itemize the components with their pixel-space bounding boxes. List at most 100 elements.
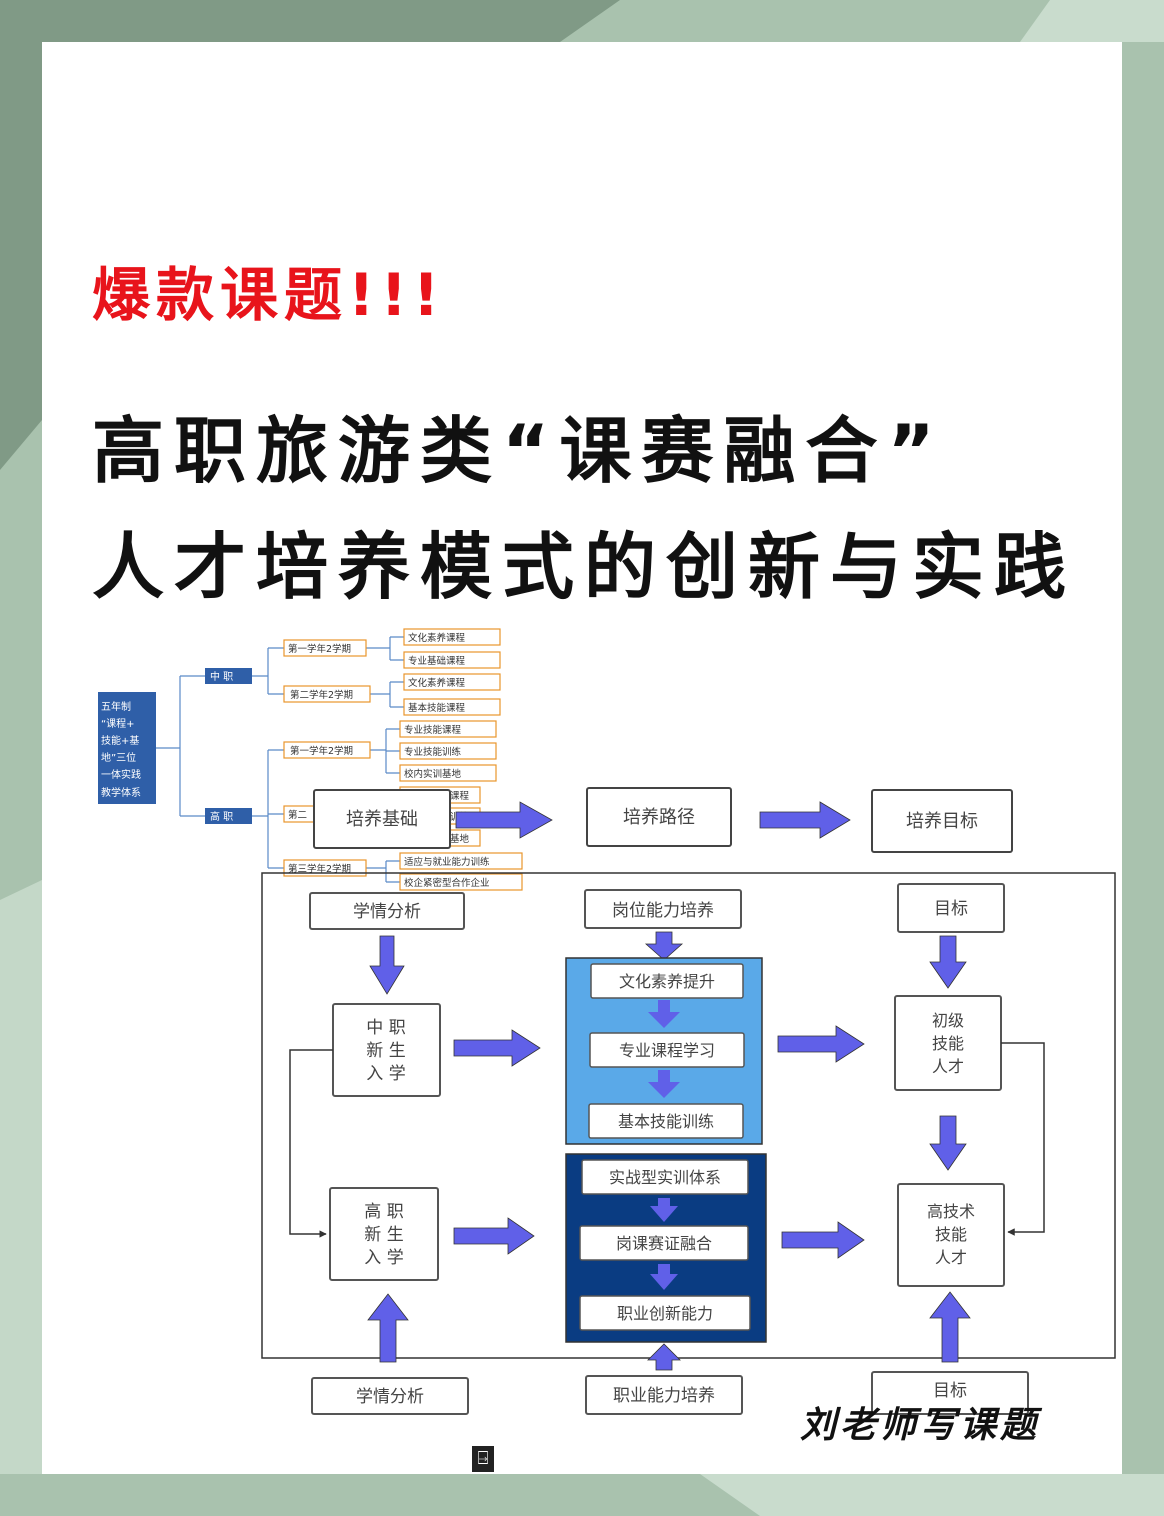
ability-top-label: 岗位能力培养 (612, 901, 714, 921)
title-line-2: 人才培养模式的创新与实践 (92, 525, 1077, 609)
tree-root-line: 教学体系 (101, 786, 141, 799)
tree-course-label: 专业技能课程 (404, 724, 462, 736)
dark-panel-item (581, 1159, 749, 1195)
high-entry-box (329, 1187, 439, 1281)
tree-branch-mid (205, 668, 252, 684)
tree-root-line: 五年制 (101, 700, 131, 713)
arrow-up (647, 1343, 681, 1371)
top-box-foundation-label: 培养基础 (346, 809, 418, 830)
goal-bottom-label: 目标 (933, 1381, 967, 1401)
dark-panel-item-label: 实战型实训体系 (609, 1168, 721, 1187)
hot-topic-tag: 爆款课题!!! (92, 261, 446, 329)
mid-entry-label: 入 学 (366, 1064, 405, 1084)
tree-course-label: 校内实训基地 (404, 768, 462, 780)
curriculum-tree: 五年制 “课程+ 技能+基 地”三位 一体实践 教学体系 中 职 高 职 (98, 628, 523, 891)
top-box-path-label: 培养路径 (623, 807, 695, 828)
ability-top-box (584, 889, 742, 929)
senior-talent-box (897, 1183, 1005, 1287)
dark-panel-arrows (650, 1198, 678, 1290)
light-panel-item (588, 1103, 744, 1139)
top-box-path (586, 787, 732, 847)
arrow-down (929, 935, 967, 989)
analysis-top-box (309, 892, 465, 930)
author-signature: 刘老师写课题 (800, 1404, 1041, 1446)
arrow-down (648, 1000, 680, 1028)
arrow-down (929, 1115, 967, 1171)
tree-course-label: 适应与就业能力训练 (404, 856, 490, 868)
tree-term-label: 第一学年2学期 (288, 643, 351, 655)
arrow-down (644, 931, 684, 961)
arrow-right (759, 801, 851, 839)
arrow-right (455, 801, 553, 839)
mid-entry-label: 新 生 (366, 1041, 405, 1061)
light-panel-item-label: 专业课程学习 (619, 1041, 715, 1060)
tree-root-text: 五年制 “课程+ 技能+基 地”三位 一体实践 教学体系 (101, 700, 141, 799)
analysis-bottom-label: 学情分析 (356, 1387, 424, 1407)
goal-bottom-box (871, 1371, 1029, 1415)
analysis-bottom-box (311, 1377, 469, 1415)
flow-frame (261, 872, 1116, 1359)
tree-course-label: 文化素养课程 (408, 677, 466, 689)
ability-bottom-box (585, 1375, 743, 1415)
dark-panel-item (579, 1295, 751, 1331)
tree-root-line: “课程+ (101, 718, 135, 730)
dark-panel-item-label: 岗课赛证融合 (616, 1234, 712, 1253)
tree-branch-high (205, 808, 252, 824)
tree-course-label: 基地 (450, 833, 470, 845)
goal-top-label: 目标 (934, 899, 968, 919)
arrow-right (781, 1221, 865, 1259)
tree-term-label: 第二学年2学期 (290, 689, 353, 701)
junior-talent-label: 初级 (932, 1011, 964, 1030)
arrow-up (367, 1293, 409, 1363)
top-box-goal (871, 789, 1013, 853)
light-panel-item-label: 文化素养提升 (619, 972, 715, 991)
blue-arrows (367, 801, 971, 1371)
top-box-goal-label: 培养目标 (906, 811, 978, 832)
high-entry-label: 入 学 (364, 1248, 403, 1268)
tree-boxes (283, 628, 523, 891)
flow-diagram: 培养基础 培养路径 培养目标 学情分析 岗位能力培养 目标 (261, 787, 1116, 1415)
tree-course-label: 专业技能训练 (404, 746, 462, 758)
tree-connectors (156, 636, 404, 883)
tree-root-line: 地”三位 (101, 751, 136, 764)
senior-talent-label: 高技术 (927, 1202, 975, 1221)
tree-branch-high-label: 高 职 (210, 810, 233, 823)
arrow-down (648, 1070, 680, 1098)
arrow-up (929, 1291, 971, 1363)
left-feedback-line (289, 1049, 333, 1238)
arrow-down (650, 1264, 678, 1290)
tree-labels: 第一学年2学期 第二学年2学期 第一学年2学期 第二 第三学年2学期 文化素养课… (288, 632, 490, 889)
tree-root-line: 技能+基 (101, 734, 139, 747)
high-entry-label: 高 职 (364, 1202, 403, 1222)
tree-root-box (98, 692, 156, 804)
arrow-right (777, 1025, 865, 1063)
dark-panel-item (579, 1225, 749, 1261)
dark-panel-item-label: 职业创新能力 (617, 1304, 713, 1323)
junior-talent-label: 技能 (932, 1034, 964, 1053)
mid-entry-label: 中 职 (366, 1018, 405, 1038)
senior-talent-label: 人才 (935, 1248, 967, 1267)
light-panel-item (589, 1032, 745, 1068)
tree-course-label: 校企紧密型合作企业 (404, 877, 490, 889)
light-panel-item-label: 基本技能训练 (618, 1112, 714, 1131)
arrow-down (650, 1198, 678, 1222)
arrow-right (453, 1029, 541, 1067)
tree-root-line: 一体实践 (101, 768, 141, 781)
tree-term-label: 第三学年2学期 (288, 863, 351, 875)
arrow-down (369, 935, 405, 995)
title-line-1: 高职旅游类“课赛融合” (92, 409, 945, 493)
tree-course-label: 专业基础课程 (408, 655, 466, 667)
tree-course-label: 基本技能课程 (408, 702, 466, 714)
right-feedback-line (1001, 1042, 1045, 1236)
tree-course-label: 课程 (450, 791, 470, 802)
arrow-right (453, 1217, 535, 1255)
analysis-top-label: 学情分析 (353, 902, 421, 922)
senior-talent-label: 技能 (935, 1225, 967, 1244)
tree-term-label: 第二 (288, 809, 307, 821)
top-box-foundation (313, 789, 451, 849)
tree-course-label: 文化素养课程 (408, 632, 466, 644)
light-panel-item (590, 963, 744, 999)
ability-bottom-label: 职业能力培养 (613, 1386, 715, 1406)
light-panel-arrows (648, 1000, 680, 1098)
